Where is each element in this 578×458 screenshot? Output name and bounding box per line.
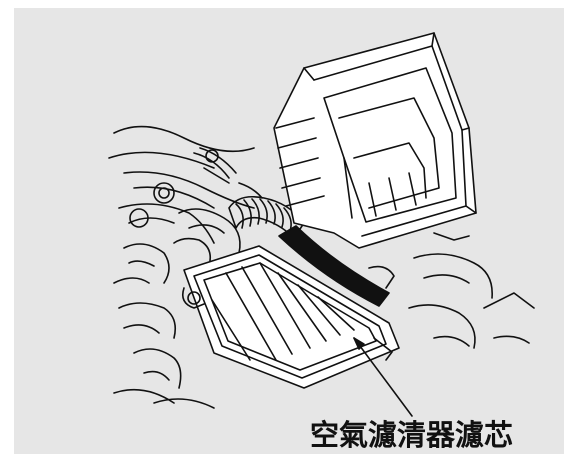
engine-components-lines <box>108 125 263 409</box>
intake-duct <box>228 195 305 239</box>
air-filter-element-label: 空氣濾清器濾芯 <box>310 418 514 452</box>
engine-bay-illustration <box>108 32 535 417</box>
air-cleaner-lid <box>273 32 477 249</box>
lid-strap <box>278 225 390 307</box>
right-engine-lines <box>408 232 535 349</box>
air-filter-element <box>181 245 400 389</box>
figure-frame: 空氣濾清器濾芯 <box>14 8 564 454</box>
callout-leader <box>353 337 413 417</box>
